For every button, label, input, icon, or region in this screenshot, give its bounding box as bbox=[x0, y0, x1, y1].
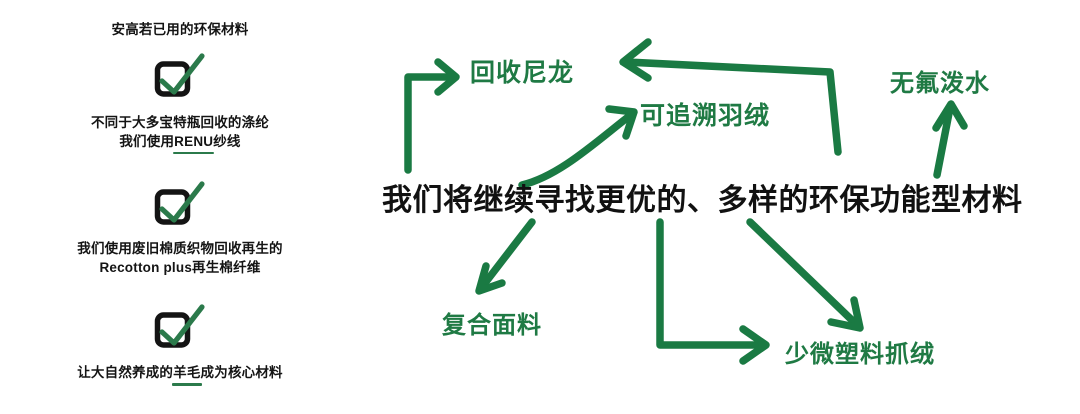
checkbox-check-glyph bbox=[154, 53, 205, 97]
checkbox-check-glyph bbox=[154, 304, 205, 348]
left-panel-heading: 安高若已用的环保材料 bbox=[0, 21, 360, 40]
diagram-arrow-layer bbox=[404, 38, 968, 365]
node-recycled-nylon[interactable]: 回收尼龙 bbox=[470, 59, 575, 87]
arrow-from-right-to-nylon bbox=[619, 38, 842, 156]
node-traceable-down[interactable]: 可追溯羽绒 bbox=[640, 102, 771, 130]
arrow-to-fleece-diagonal bbox=[746, 218, 864, 332]
diagram-headline: 我们将继续寻找更优的、多样的环保功能型材料 bbox=[382, 184, 1023, 217]
left-panel-item-3-text: 让大自然养成的羊毛成为核心材料 bbox=[0, 364, 360, 386]
left-panel: 安高若已用的环保材料 不同于大多宝特瓶回收的涤纶 我们使用RENU纱线 我们使用… bbox=[0, 0, 360, 414]
arrow-to-composite-fabric bbox=[475, 218, 536, 295]
checkbox-check-glyph bbox=[154, 181, 205, 225]
checkbox-check-icon bbox=[152, 180, 208, 226]
node-low-microplastic-fleece[interactable]: 少微塑料抓绒 bbox=[785, 341, 935, 368]
checkbox-check-icon bbox=[152, 303, 208, 349]
checkbox-check-icon bbox=[152, 52, 208, 98]
item-2-line-2: Recotton plus再生棉纤维 bbox=[99, 259, 261, 275]
left-panel-item-1-text: 不同于大多宝特瓶回收的涤纶 我们使用RENU纱线 bbox=[0, 114, 360, 154]
arrow-to-fleece-elbow bbox=[656, 218, 770, 365]
node-composite-fabric[interactable]: 复合面料 bbox=[442, 312, 542, 339]
arrow-to-recycled-nylon bbox=[404, 58, 460, 174]
heading-line: 安高若已用的环保材料 bbox=[111, 22, 249, 37]
item-1-line-1: 不同于大多宝特瓶回收的涤纶 bbox=[90, 115, 270, 130]
renu-underlined-term: RENU bbox=[173, 133, 215, 154]
arrow-to-traceable-down bbox=[518, 105, 638, 189]
item-2-line-1: 我们使用废旧棉质织物回收再生的 bbox=[77, 241, 283, 256]
wool-underlined-term: 羊毛 bbox=[172, 364, 202, 386]
materials-diagram: 回收尼龙 可追溯羽绒 无氟泼水 复合面料 少微塑料抓绒 我们将继续寻找更优的、多… bbox=[360, 0, 1080, 414]
item-1-line-2: 我们使用RENU纱线 bbox=[0, 133, 360, 154]
node-fluorine-free-dwr[interactable]: 无氟泼水 bbox=[890, 70, 990, 97]
item-3-line-1: 让大自然养成的羊毛成为核心材料 bbox=[0, 364, 360, 386]
arrow-to-fluorine-free-dwr bbox=[932, 100, 968, 179]
left-panel-item-2-text: 我们使用废旧棉质织物回收再生的 Recotton plus再生棉纤维 bbox=[0, 240, 360, 277]
